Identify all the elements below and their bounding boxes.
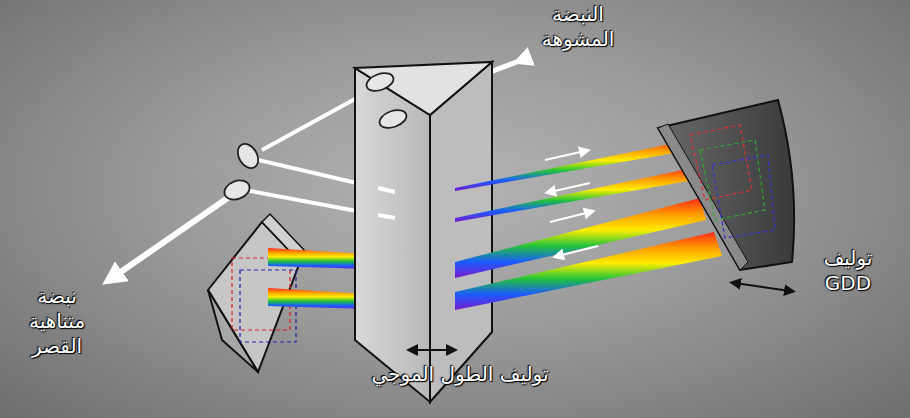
- tuning-label: توليف الطول الموجي: [330, 362, 590, 387]
- direction-arrow: [545, 151, 585, 160]
- pulse-label: النبضة المشوهة: [528, 2, 628, 52]
- tuning-label: توليف GDD: [800, 246, 896, 296]
- direction-arrow: [558, 246, 598, 256]
- steering-mirrors: [222, 70, 409, 203]
- beam: [378, 188, 395, 192]
- tuning-arrow: [735, 283, 790, 291]
- label-holder: النبضة المشوهة: [528, 2, 628, 52]
- big-prism: [355, 62, 492, 402]
- label-holder: نبضة متناهية القصر: [14, 284, 100, 359]
- direction-arrow: [550, 212, 590, 222]
- curved-mirror: [658, 100, 794, 270]
- label-holder: توليف الطول الموجي: [330, 362, 590, 387]
- direction-arrow: [550, 183, 590, 192]
- beam: [378, 215, 395, 218]
- pulse-label: نبضة متناهية القصر: [14, 284, 100, 359]
- label-holder: توليف GDD: [800, 246, 896, 296]
- output-beam: [112, 195, 232, 278]
- dispersed-beam: [455, 232, 722, 310]
- tuning-arrow: [412, 349, 452, 351]
